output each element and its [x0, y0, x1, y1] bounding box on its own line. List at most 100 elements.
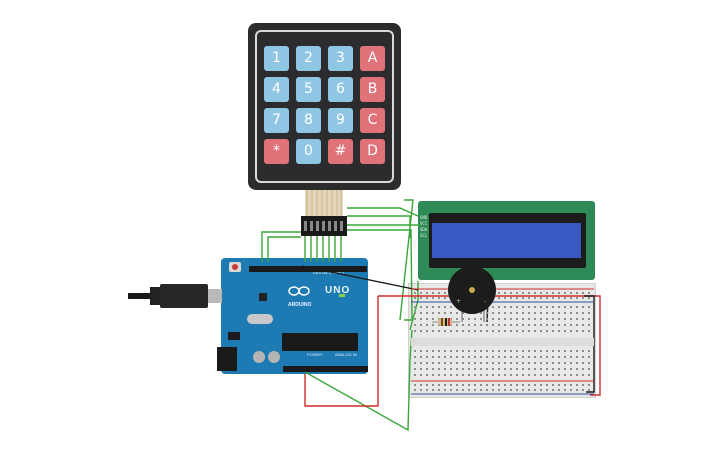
- breadboard-hole: [420, 330, 422, 332]
- breadboard-hole: [552, 306, 554, 308]
- breadboard-hole: [444, 312, 446, 314]
- breadboard-hole: [462, 330, 464, 332]
- keypad-key[interactable]: 6: [328, 77, 353, 102]
- keypad-key[interactable]: 9: [328, 108, 353, 133]
- keypad-key[interactable]: A: [360, 46, 385, 71]
- breadboard-hole: [462, 362, 464, 364]
- keypad-key[interactable]: #: [328, 139, 353, 164]
- breadboard-hole: [522, 318, 524, 320]
- breadboard-hole: [576, 356, 578, 358]
- breadboard-hole: [504, 324, 506, 326]
- breadboard-hole: [474, 330, 476, 332]
- breadboard-hole: [552, 368, 554, 370]
- breadboard-hole: [564, 389, 566, 391]
- breadboard-hole: [558, 318, 560, 320]
- keypad-key[interactable]: *: [264, 139, 289, 164]
- breadboard-hole: [582, 389, 584, 391]
- keypad-key[interactable]: C: [360, 108, 385, 133]
- breadboard-hole: [486, 350, 488, 352]
- breadboard-hole: [510, 324, 512, 326]
- breadboard-hole: [456, 368, 458, 370]
- breadboard-hole: [450, 368, 452, 370]
- breadboard-hole: [444, 389, 446, 391]
- breadboard-hole: [534, 356, 536, 358]
- breadboard-hole: [462, 312, 464, 314]
- green-wires[interactable]: [261, 199, 420, 432]
- breadboard-hole: [450, 306, 452, 308]
- breadboard-hole: [528, 312, 530, 314]
- breadboard-hole: [588, 384, 590, 386]
- keypad-key[interactable]: 5: [296, 77, 321, 102]
- breadboard-hole: [432, 306, 434, 308]
- keypad-key[interactable]: 1: [264, 46, 289, 71]
- breadboard-hole: [486, 374, 488, 376]
- breadboard-hole: [570, 292, 572, 294]
- breadboard-hole: [558, 374, 560, 376]
- breadboard-hole: [546, 312, 548, 314]
- breadboard-hole: [510, 374, 512, 376]
- breadboard-hole: [420, 374, 422, 376]
- keypad-key[interactable]: D: [360, 139, 385, 164]
- black-wires[interactable]: [301, 265, 595, 393]
- keypad-key[interactable]: 8: [296, 108, 321, 133]
- breadboard-hole: [486, 356, 488, 358]
- breadboard-hole: [510, 330, 512, 332]
- lcd-module[interactable]: GND VCC SDA SCL: [418, 201, 595, 280]
- breadboard-hole: [414, 292, 416, 294]
- keypad-key[interactable]: 7: [264, 108, 289, 133]
- breadboard-hole: [486, 384, 488, 386]
- breadboard-hole: [522, 292, 524, 294]
- keypad-key[interactable]: 0: [296, 139, 321, 164]
- breadboard-hole: [552, 297, 554, 299]
- breadboard-hole: [444, 374, 446, 376]
- breadboard-hole: [432, 292, 434, 294]
- breadboard-hole: [414, 374, 416, 376]
- breadboard-hole: [444, 306, 446, 308]
- breadboard-hole: [576, 384, 578, 386]
- breadboard-hole: [552, 374, 554, 376]
- breadboard-hole: [570, 374, 572, 376]
- breadboard-hole: [582, 312, 584, 314]
- breadboard-hole: [480, 362, 482, 364]
- arduino-uno-board[interactable]: UNO ARDUINO DIGITAL (PWM~) POWER ANALOG …: [221, 258, 368, 374]
- breadboard-hole: [546, 292, 548, 294]
- lcd-pin-labels: GND VCC SDA SCL: [420, 215, 427, 239]
- breadboard-hole: [546, 356, 548, 358]
- keypad-key[interactable]: 3: [328, 46, 353, 71]
- breadboard-hole: [516, 297, 518, 299]
- breadboard-hole: [588, 389, 590, 391]
- breadboard-hole: [552, 292, 554, 294]
- breadboard-hole: [468, 368, 470, 370]
- breadboard-hole: [498, 330, 500, 332]
- breadboard-hole: [438, 306, 440, 308]
- breadboard-hole: [432, 318, 434, 320]
- breadboard-hole: [540, 389, 542, 391]
- breadboard-hole: [582, 356, 584, 358]
- breadboard-hole: [510, 356, 512, 358]
- breadboard-hole: [528, 389, 530, 391]
- breadboard-hole: [498, 318, 500, 320]
- piezo-buzzer[interactable]: + -: [448, 266, 496, 322]
- breadboard-hole: [588, 318, 590, 320]
- usb-cable[interactable]: [128, 284, 222, 308]
- breadboard-holes: [414, 292, 590, 391]
- breadboard-hole: [486, 318, 488, 320]
- breadboard-hole: [498, 350, 500, 352]
- keypad-key[interactable]: B: [360, 77, 385, 102]
- breadboard-hole: [426, 368, 428, 370]
- keypad-key[interactable]: 2: [296, 46, 321, 71]
- breadboard-hole: [486, 389, 488, 391]
- breadboard-hole: [528, 297, 530, 299]
- resistor[interactable]: [432, 318, 460, 326]
- breadboard-hole: [450, 374, 452, 376]
- keypad-key[interactable]: 4: [264, 77, 289, 102]
- breadboard-hole: [474, 356, 476, 358]
- breadboard-hole: [564, 324, 566, 326]
- breadboard-hole: [420, 292, 422, 294]
- breadboard-hole: [582, 297, 584, 299]
- breadboard-hole: [534, 324, 536, 326]
- breadboard-hole: [468, 330, 470, 332]
- breadboard-hole: [546, 324, 548, 326]
